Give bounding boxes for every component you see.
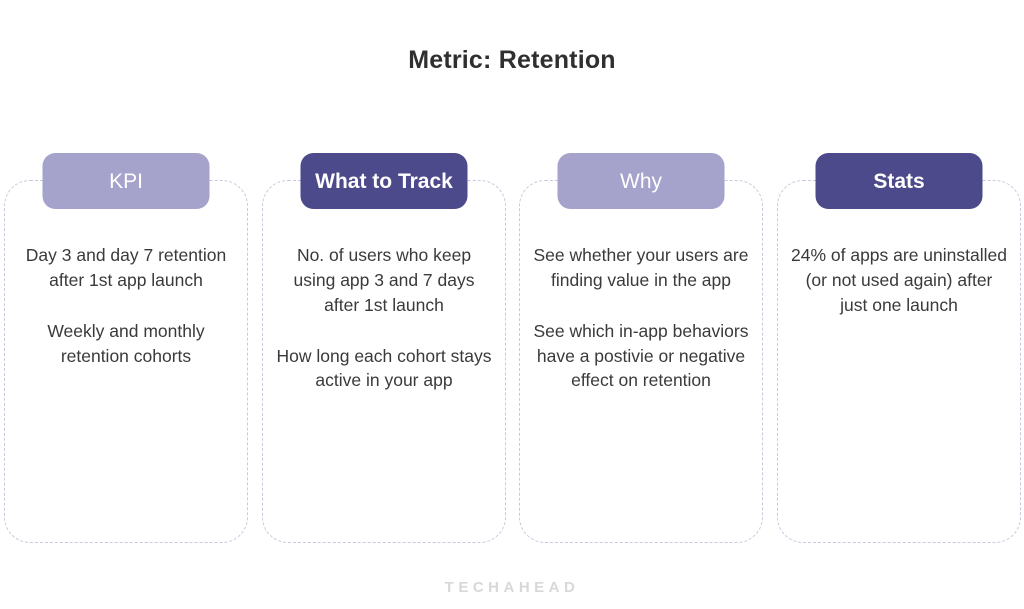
card-header-pill-kpi: KPI xyxy=(42,153,210,209)
card-header-label: Stats xyxy=(873,169,925,193)
card-body-what-to-track: No. of users who keep using app 3 and 7 … xyxy=(275,243,493,393)
cards-container: KPI Day 3 and day 7 retention after 1st … xyxy=(0,153,1024,543)
card-body-why: See whether your users are finding value… xyxy=(532,243,750,393)
card-header-pill-what-to-track: What to Track xyxy=(300,153,468,209)
card-paragraph: See whether your users are finding value… xyxy=(533,245,749,290)
page-title: Metric: Retention xyxy=(408,46,616,74)
card-paragraph: Weekly and monthly retention cohorts xyxy=(47,320,205,366)
card-paragraph: See which in-app behaviors have a postiv… xyxy=(533,320,749,391)
card-header-label: KPI xyxy=(109,169,143,193)
techahead-logo: TECHAHEAD xyxy=(444,579,580,596)
card-header-label: Why xyxy=(620,169,662,193)
card-body-kpi: Day 3 and day 7 retention after 1st app … xyxy=(17,243,235,368)
card-kpi: KPI Day 3 and day 7 retention after 1st … xyxy=(4,153,248,543)
card-header-pill-why: Why xyxy=(557,153,725,209)
card-paragraph: No. of users who keep using app 3 and 7 … xyxy=(293,245,475,315)
card-why: Why See whether your users are finding v… xyxy=(519,153,763,543)
card-paragraph: 24% of apps are uninstalled (or not used… xyxy=(791,245,1007,315)
card-header-label: What to Track xyxy=(315,169,453,193)
card-body-stats: 24% of apps are uninstalled (or not used… xyxy=(790,243,1008,318)
card-stats: Stats 24% of apps are uninstalled (or no… xyxy=(777,153,1021,543)
card-what-to-track: What to Track No. of users who keep usin… xyxy=(262,153,506,543)
card-paragraph: Day 3 and day 7 retention after 1st app … xyxy=(25,245,227,290)
card-header-pill-stats: Stats xyxy=(815,153,983,209)
card-paragraph: How long each cohort stays active in you… xyxy=(276,345,492,391)
